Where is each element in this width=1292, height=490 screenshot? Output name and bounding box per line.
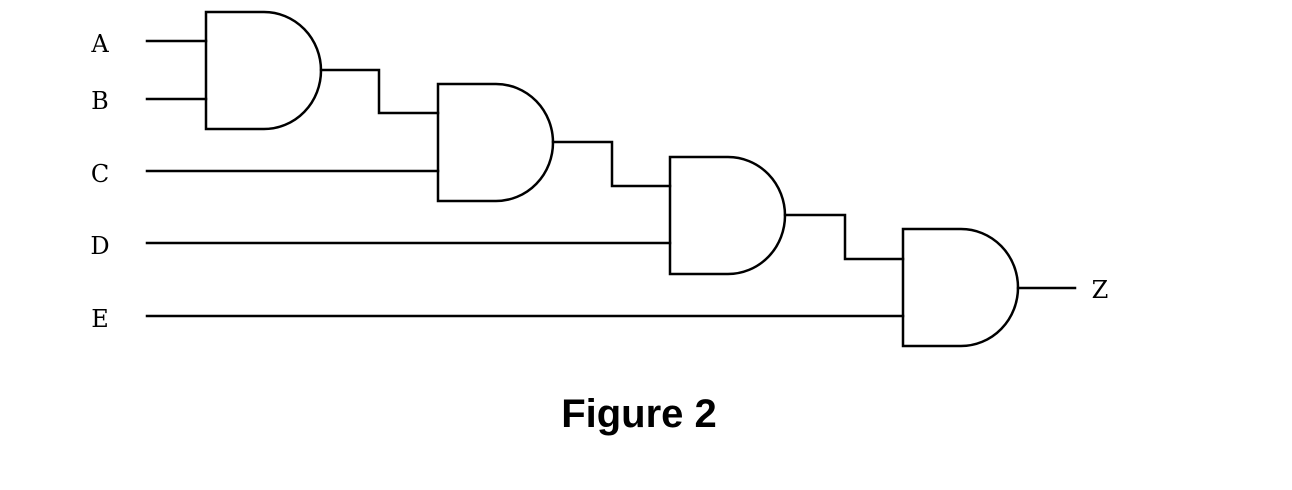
and-gate-4 bbox=[901, 227, 1020, 348]
and-gate-3 bbox=[668, 155, 787, 276]
input-label-c: C bbox=[91, 160, 109, 188]
input-label-a: A bbox=[90, 30, 109, 58]
and-gate-1 bbox=[204, 10, 323, 131]
input-label-b: B bbox=[91, 87, 109, 115]
wire-g2-to-g3 bbox=[551, 140, 672, 188]
figure-caption: Figure 2 bbox=[561, 392, 717, 436]
wire-g3-to-g4 bbox=[783, 213, 905, 261]
input-label-e: E bbox=[91, 305, 109, 333]
wire-g1-to-g2 bbox=[319, 68, 440, 115]
output-label-z: Z bbox=[1092, 276, 1109, 304]
and-gate-2 bbox=[436, 82, 555, 203]
input-label-d: D bbox=[90, 232, 109, 260]
